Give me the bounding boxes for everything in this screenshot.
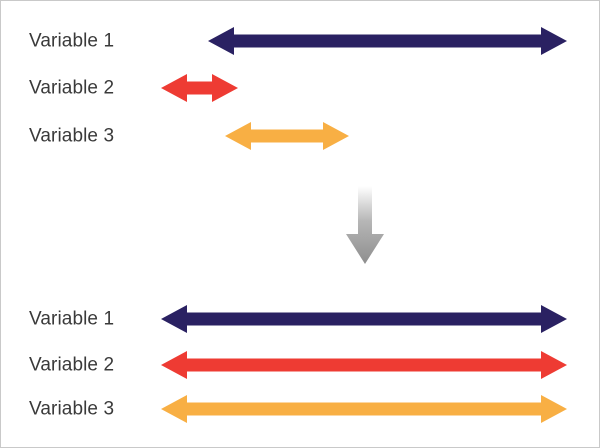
bottom-row-label-variable-1: Variable 1 (29, 308, 115, 330)
bottom-arrow-variable-1 (161, 305, 567, 333)
bottom-row-label-variable-2: Variable 2 (29, 354, 115, 376)
top-arrow-variable-1 (208, 27, 567, 55)
bottom-arrow-variable-2 (161, 351, 567, 379)
top-arrow-variable-2 (161, 74, 238, 102)
top-row-label-variable-3: Variable 3 (29, 125, 115, 147)
top-row-label-variable-1: Variable 1 (29, 30, 115, 52)
top-row-label-variable-2: Variable 2 (29, 77, 115, 99)
top-arrow-variable-3 (225, 122, 349, 150)
transition-down-arrow (346, 186, 384, 264)
bottom-row-label-variable-3: Variable 3 (29, 398, 115, 420)
bottom-arrow-variable-3 (161, 395, 567, 423)
